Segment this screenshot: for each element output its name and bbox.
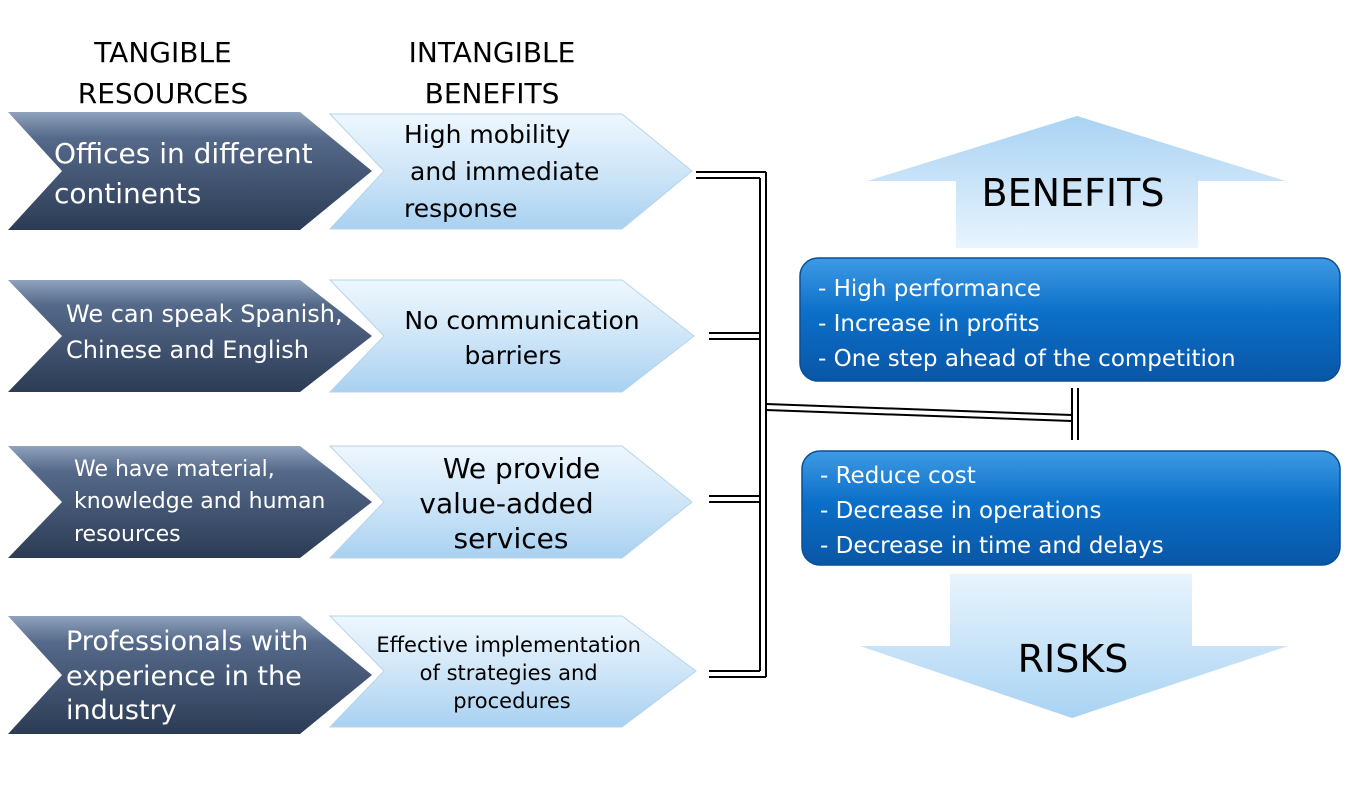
tangible-chevron-2	[8, 280, 372, 392]
intangible-chevron-1	[328, 113, 693, 230]
connector-bracket	[696, 171, 1079, 678]
tangible-text-4: Professionals with experience in the ind…	[66, 626, 317, 726]
resource-row-3: We have material, knowledge and human re…	[8, 445, 693, 559]
resource-row-1: Offices in different continents High mob…	[8, 112, 693, 230]
resource-row-4: Professionals with experience in the ind…	[8, 615, 697, 734]
benefits-box-background	[799, 257, 1341, 382]
tangible-resources-header: TANGIBLE RESOURCES	[78, 36, 249, 110]
risks-label: RISKS	[1018, 637, 1129, 681]
tangible-header-line-1: TANGIBLE	[93, 36, 231, 69]
intangible-chevron-2	[328, 279, 695, 393]
risks-down-arrow-icon	[860, 574, 1288, 718]
risks-box: - Reduce cost - Decrease in operations -…	[801, 450, 1341, 566]
tangible-text-2: We can speak Spanish, Chinese and Englis…	[66, 300, 350, 364]
intangible-text-3: We provide value-added services	[419, 452, 609, 555]
benefits-box: - High performance - Increase in profits…	[799, 257, 1341, 382]
tangible-text-1: Offices in different continents	[54, 137, 321, 210]
tangible-chevron-1	[8, 112, 372, 230]
intangible-text-1: High mobility and immediate response	[404, 120, 607, 223]
intangible-header-line-2: BENEFITS	[425, 77, 560, 110]
tangible-chevron-3	[8, 446, 372, 558]
tangible-chevron-4	[8, 616, 372, 734]
tangible-header-line-2: RESOURCES	[78, 77, 249, 110]
intangible-text-2: No communication barriers	[404, 306, 647, 370]
intangible-chevron-3	[328, 445, 693, 559]
risks-list: - Reduce cost - Decrease in operations -…	[820, 463, 1164, 559]
intangible-chevron-4	[328, 615, 697, 728]
resource-row-2: We can speak Spanish, Chinese and Englis…	[8, 279, 695, 393]
benefits-up-arrow-icon	[867, 116, 1286, 248]
risks-box-background	[801, 450, 1341, 566]
benefits-label: BENEFITS	[982, 171, 1165, 215]
intangible-header-line-1: INTANGIBLE	[409, 36, 576, 69]
intangible-text-4: Effective implementation of strategies a…	[376, 633, 647, 713]
risks-arrow: RISKS	[860, 574, 1288, 718]
tangible-text-3: We have material, knowledge and human re…	[74, 457, 332, 547]
benefits-arrow: BENEFITS	[867, 116, 1286, 248]
benefits-list: - High performance - Increase in profits…	[818, 276, 1236, 372]
intangible-benefits-header: INTANGIBLE BENEFITS	[409, 36, 576, 110]
